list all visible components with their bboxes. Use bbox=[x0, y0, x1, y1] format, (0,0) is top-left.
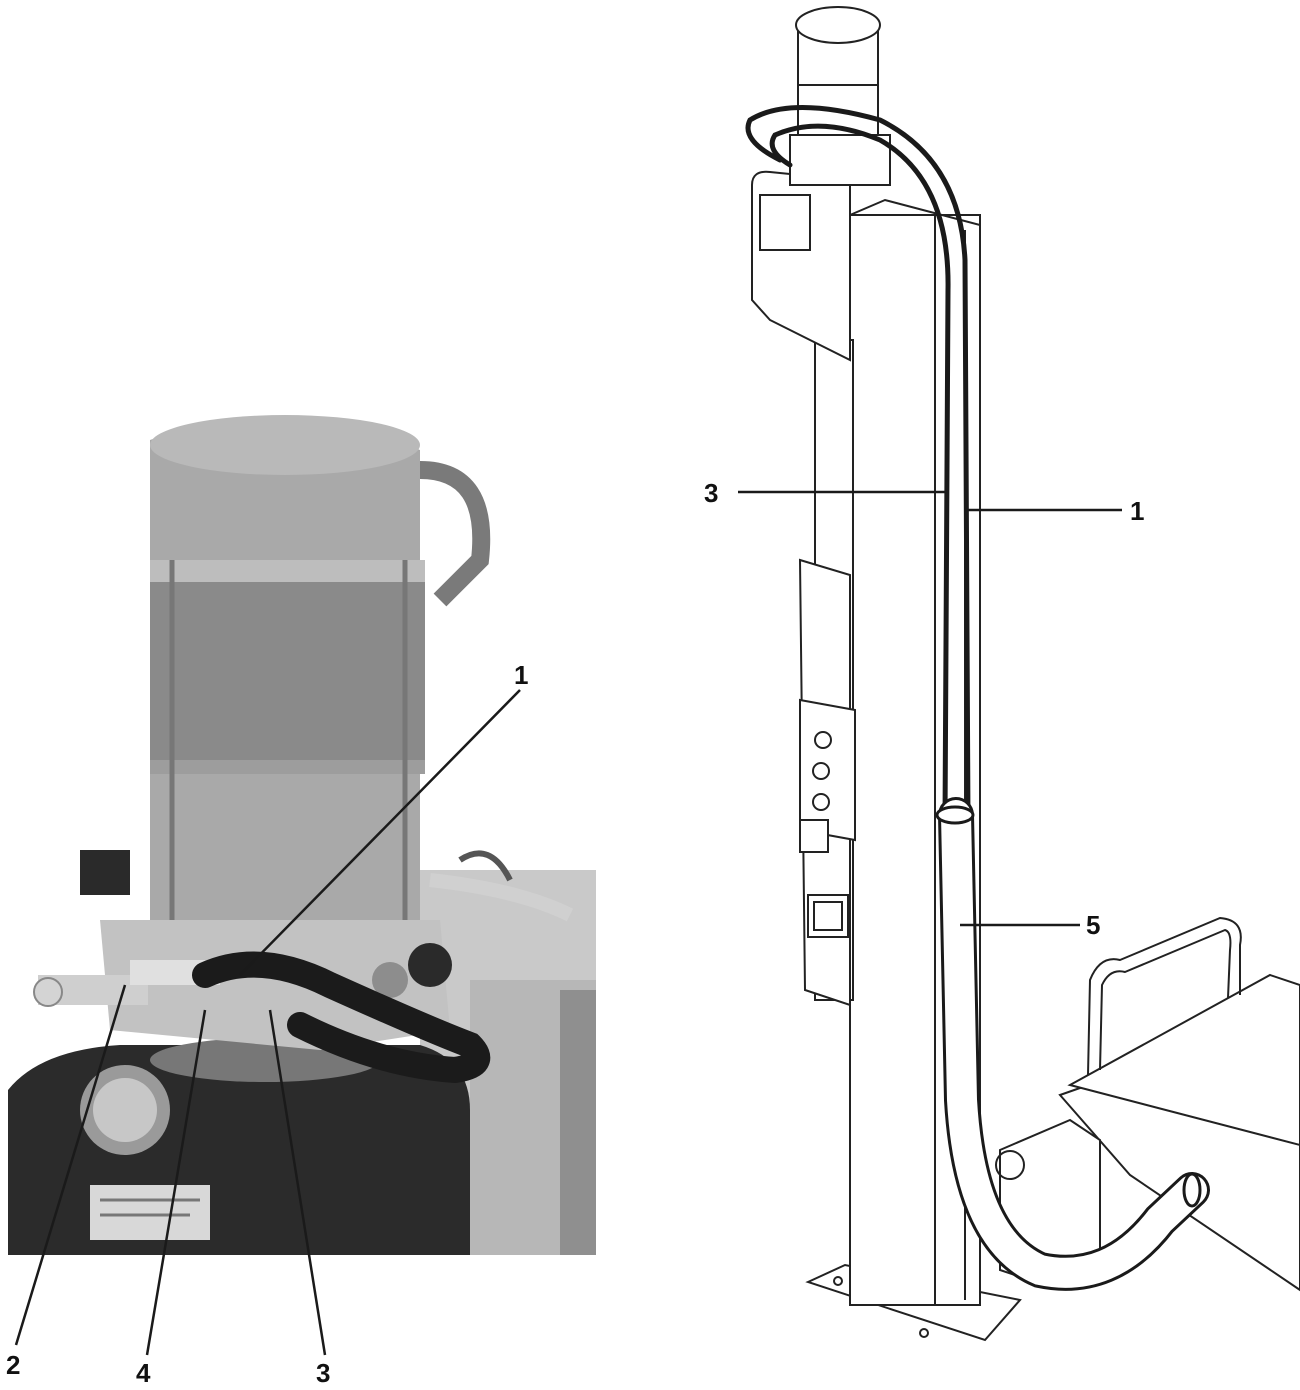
hydraulic-unit-photo bbox=[8, 395, 596, 1255]
drawing-hoses bbox=[745, 105, 1210, 1291]
photo-leader-lines bbox=[14, 689, 521, 1356]
lift-column-drawing bbox=[751, 6, 1300, 1342]
drawing-callout-3: 3 bbox=[704, 478, 719, 508]
drawing-callout-5: 5 bbox=[1086, 910, 1101, 940]
photo-callout-2: 2 bbox=[6, 1350, 21, 1380]
drawing-callout-1: 1 bbox=[1130, 496, 1145, 526]
photo-callout-3: 3 bbox=[316, 1358, 331, 1388]
drawing-leader-lines bbox=[738, 490, 1122, 927]
photo-callout-1: 1 bbox=[514, 660, 529, 690]
photo-callout-4: 4 bbox=[136, 1358, 151, 1388]
